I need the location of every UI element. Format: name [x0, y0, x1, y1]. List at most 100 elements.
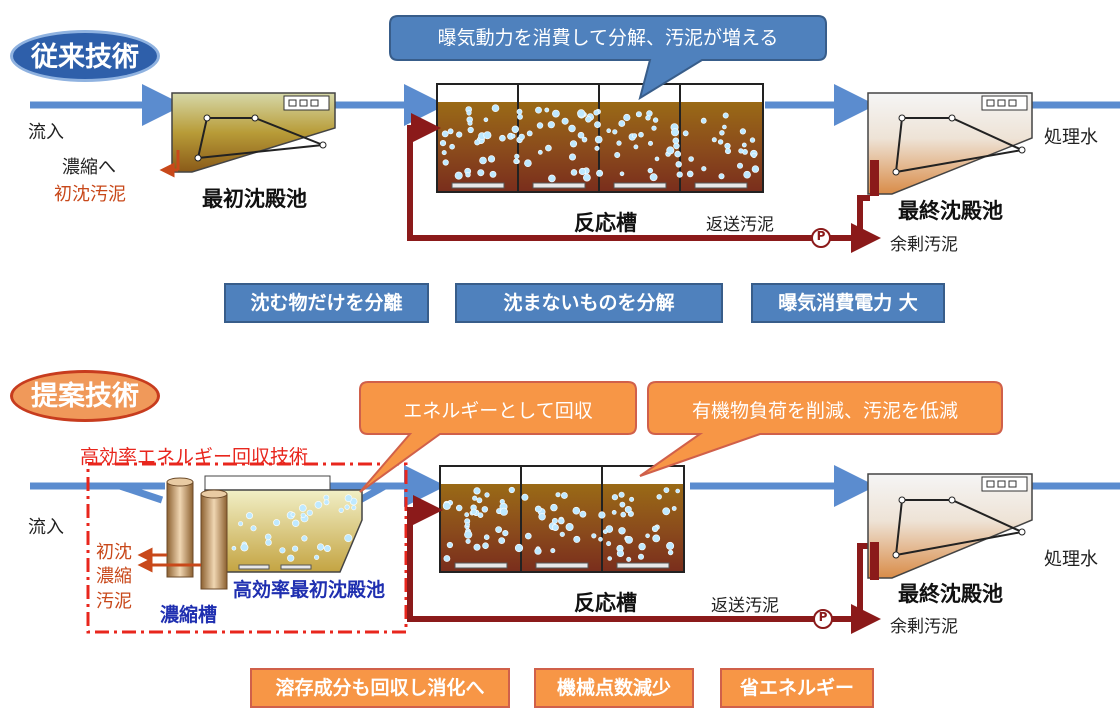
bubble	[246, 512, 254, 520]
bubble	[724, 148, 731, 155]
bubble	[581, 136, 588, 143]
bubble	[550, 548, 556, 554]
bubble	[663, 487, 670, 493]
conventional-primary-sludge-arrow	[159, 150, 180, 178]
bubble	[473, 487, 481, 495]
bubble	[547, 121, 555, 129]
bubble	[466, 110, 472, 116]
bubble	[591, 533, 597, 539]
bubble	[483, 131, 492, 140]
bubble	[545, 144, 552, 152]
bubble	[596, 169, 604, 177]
bubble	[344, 504, 350, 510]
bubble	[287, 554, 295, 562]
proposed-sludge-arrows	[137, 547, 201, 573]
bubble	[722, 124, 727, 130]
bubble	[472, 495, 478, 501]
bubble	[514, 543, 524, 553]
bubble	[632, 133, 638, 139]
bubble	[479, 156, 487, 165]
bubble	[273, 519, 281, 527]
pump-letter: P	[816, 229, 826, 243]
return-sludge-label: 返送汚泥	[706, 215, 774, 235]
bubble	[625, 536, 633, 544]
organic-callout-text: 有機物負荷を削減、汚泥を低減	[691, 400, 958, 422]
bubble	[292, 519, 300, 527]
bubble	[551, 517, 558, 524]
bubble	[306, 509, 313, 516]
treated-water-label: 処理水	[1044, 127, 1098, 148]
bubble	[722, 112, 729, 119]
bubble	[482, 542, 489, 550]
bubble	[618, 491, 625, 498]
bubble	[446, 541, 454, 549]
feature-box-separate-settleable: 沈む物だけを分離	[224, 283, 429, 323]
bubble	[717, 139, 724, 145]
bubble	[719, 130, 725, 136]
bubble	[751, 165, 760, 173]
bubble	[524, 159, 532, 167]
bubble	[534, 547, 542, 555]
bubble	[651, 125, 657, 131]
bubble	[743, 170, 751, 179]
proposed-reactor-tank	[439, 465, 685, 573]
bubble	[477, 169, 485, 177]
bubble	[467, 126, 474, 134]
bubble	[544, 107, 550, 113]
bubble	[238, 521, 244, 527]
bubble	[645, 533, 650, 539]
bubble	[456, 131, 463, 138]
bubble	[290, 512, 296, 517]
bubble	[583, 173, 591, 182]
bubble	[662, 507, 671, 516]
bubble	[568, 153, 576, 161]
bubble	[513, 158, 519, 165]
bubble	[538, 513, 546, 521]
bubble	[568, 124, 576, 133]
primary-tank-label: 最初沈殿池	[202, 186, 307, 211]
bubble	[508, 486, 515, 494]
bubble	[570, 169, 578, 176]
bubble	[573, 535, 581, 543]
bubble	[465, 538, 471, 544]
bubble	[623, 113, 631, 122]
bubble	[323, 544, 331, 552]
bubble	[647, 140, 653, 146]
bubble	[442, 501, 451, 510]
bubble	[317, 543, 325, 551]
bubble	[675, 488, 681, 494]
aeration-bubbles	[442, 486, 681, 562]
bubble	[499, 507, 508, 516]
bubble	[552, 109, 560, 118]
thickener-label: 濃縮槽	[160, 604, 218, 626]
bubble	[645, 115, 651, 121]
conventional-pump	[811, 228, 831, 248]
bubble	[620, 511, 627, 518]
feature-box-recover-dissolved: 溶存成分も回収し消化へ	[250, 668, 510, 708]
bubble	[518, 133, 525, 141]
pump-letter: P	[818, 610, 828, 624]
bubble	[739, 128, 747, 135]
bubble	[510, 133, 516, 139]
bubble	[700, 117, 707, 124]
bubble	[654, 156, 660, 162]
bubble	[265, 539, 272, 546]
bubble	[616, 140, 622, 146]
bubble	[671, 506, 677, 511]
bubble	[441, 150, 447, 156]
bubble	[464, 512, 470, 518]
bubble	[633, 144, 639, 150]
bubble	[741, 142, 747, 148]
bubble	[301, 535, 308, 542]
bubble	[470, 508, 477, 515]
bubble	[292, 545, 299, 552]
bubble	[598, 511, 606, 519]
bubble	[279, 547, 286, 554]
bubble	[231, 545, 237, 551]
bubble	[606, 128, 612, 133]
excess-sludge-label: 余剰汚泥	[890, 235, 958, 255]
bubble	[499, 134, 506, 142]
bubble	[616, 549, 625, 558]
bubble	[551, 523, 559, 531]
sludge-label-line-3: 汚泥	[96, 591, 132, 612]
